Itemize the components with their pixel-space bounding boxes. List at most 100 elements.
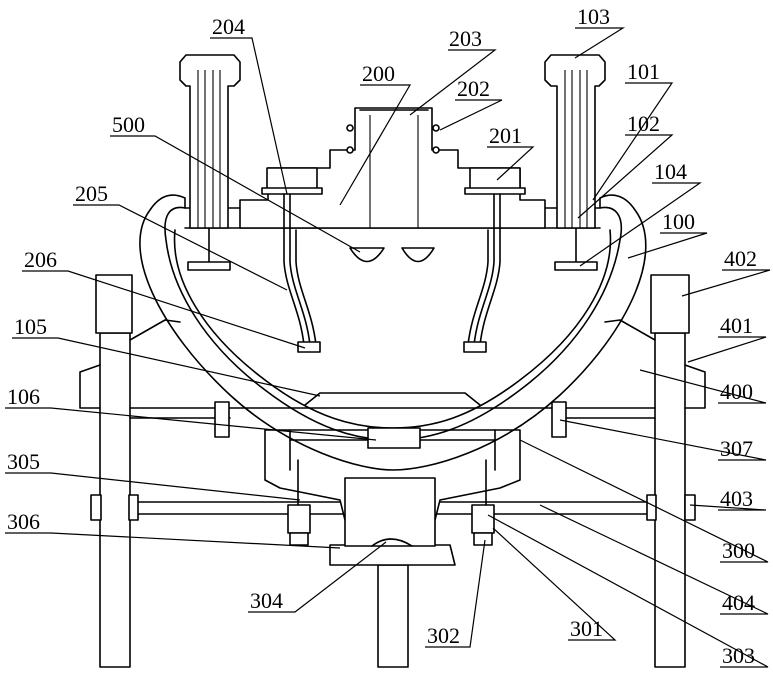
leader-204	[210, 37, 288, 195]
right-clamp	[471, 504, 495, 534]
leader-301	[492, 527, 617, 641]
center-column	[344, 477, 436, 547]
leader-303	[487, 514, 769, 668]
right-clamp-body	[544, 54, 606, 229]
liner-plate-105	[304, 392, 481, 406]
leader-403	[689, 504, 767, 511]
pin-left-b	[346, 146, 354, 154]
left-nut-outer	[90, 494, 102, 521]
leader-106	[5, 407, 377, 441]
leader-100	[627, 232, 708, 259]
leader-lines	[5, 27, 771, 668]
left-brace	[129, 319, 181, 341]
motor-204-base	[261, 187, 323, 195]
left-clamp-body	[179, 54, 241, 229]
leader-404	[539, 504, 769, 615]
label-500: 500	[112, 112, 145, 137]
label-104: 104	[654, 159, 687, 184]
pin-left-a	[346, 124, 354, 132]
label-100: 100	[662, 209, 695, 234]
head-200	[239, 107, 546, 263]
right-clamp-101	[544, 54, 606, 271]
motor-201-base	[464, 187, 526, 195]
label-202: 202	[457, 76, 490, 101]
leader-103	[574, 27, 626, 59]
label-102: 102	[627, 111, 660, 136]
leader-305	[5, 472, 301, 501]
label-103: 103	[577, 4, 610, 29]
center-leg	[377, 564, 409, 668]
label-301: 301	[570, 616, 603, 641]
leader-306	[5, 532, 341, 549]
label-302: 302	[427, 623, 460, 648]
right-clamp-foot	[554, 261, 598, 271]
label-205: 205	[75, 181, 108, 206]
label-101: 101	[627, 59, 660, 84]
label-403: 403	[720, 486, 753, 511]
left-bolt-head	[289, 532, 309, 546]
leader-200	[339, 84, 412, 206]
left-screw	[214, 401, 230, 438]
label-400: 400	[720, 379, 753, 404]
left-leg	[99, 332, 131, 668]
leader-203	[409, 49, 497, 116]
leader-302	[425, 539, 486, 648]
right-nut-inner	[646, 494, 657, 521]
right-leg	[654, 332, 686, 668]
left-hose-b	[289, 193, 311, 346]
label-307: 307	[720, 436, 753, 461]
pin-right-a	[432, 124, 440, 132]
label-402: 402	[724, 246, 757, 271]
leader-105	[12, 337, 321, 397]
leader-201	[487, 146, 535, 181]
label-305: 305	[7, 449, 40, 474]
label-300: 300	[722, 538, 755, 563]
label-200: 200	[362, 61, 395, 86]
right-nozzle	[463, 341, 487, 353]
leader-101	[592, 82, 674, 201]
leader-307	[559, 419, 767, 461]
left-nozzle-206	[297, 341, 321, 353]
label-203: 203	[449, 26, 482, 51]
leader-205	[73, 204, 288, 291]
left-clamp	[287, 504, 311, 534]
left-clamp-101	[179, 54, 241, 271]
leader-104	[579, 182, 702, 267]
label-206: 206	[24, 247, 57, 272]
right-leg-cap	[650, 274, 690, 334]
right-hose-c	[467, 229, 489, 346]
right-screw	[551, 401, 567, 438]
right-nut-outer	[684, 494, 696, 521]
leader-206	[22, 270, 306, 349]
left-hose-a	[283, 193, 305, 346]
base-300	[214, 401, 567, 566]
leader-401	[687, 336, 767, 363]
label-303: 303	[722, 643, 755, 668]
label-404: 404	[722, 590, 755, 615]
leader-102	[577, 134, 674, 219]
left-hose-c	[295, 229, 317, 346]
left-leg-cap	[95, 274, 133, 334]
right-hose-a	[473, 193, 495, 346]
left-nut-inner	[128, 494, 139, 521]
bowl-liner	[173, 229, 612, 429]
tool-500-right	[401, 247, 435, 263]
pin-right-b	[432, 146, 440, 154]
labels: 204 203 200 202 201 103 101 102 104 100 …	[7, 4, 757, 668]
right-bolt-head	[473, 532, 493, 546]
left-clamp-foot	[187, 261, 231, 271]
right-hose-b	[479, 193, 501, 346]
label-304: 304	[250, 588, 283, 613]
leader-402	[681, 269, 771, 297]
label-106: 106	[7, 384, 40, 409]
right-bracket	[684, 364, 706, 409]
leader-500	[110, 135, 361, 253]
leader-400	[639, 369, 767, 404]
leader-300	[519, 439, 769, 563]
right-brace	[604, 319, 656, 341]
label-201: 201	[489, 123, 522, 148]
leader-304	[248, 541, 387, 613]
label-401: 401	[720, 313, 753, 338]
